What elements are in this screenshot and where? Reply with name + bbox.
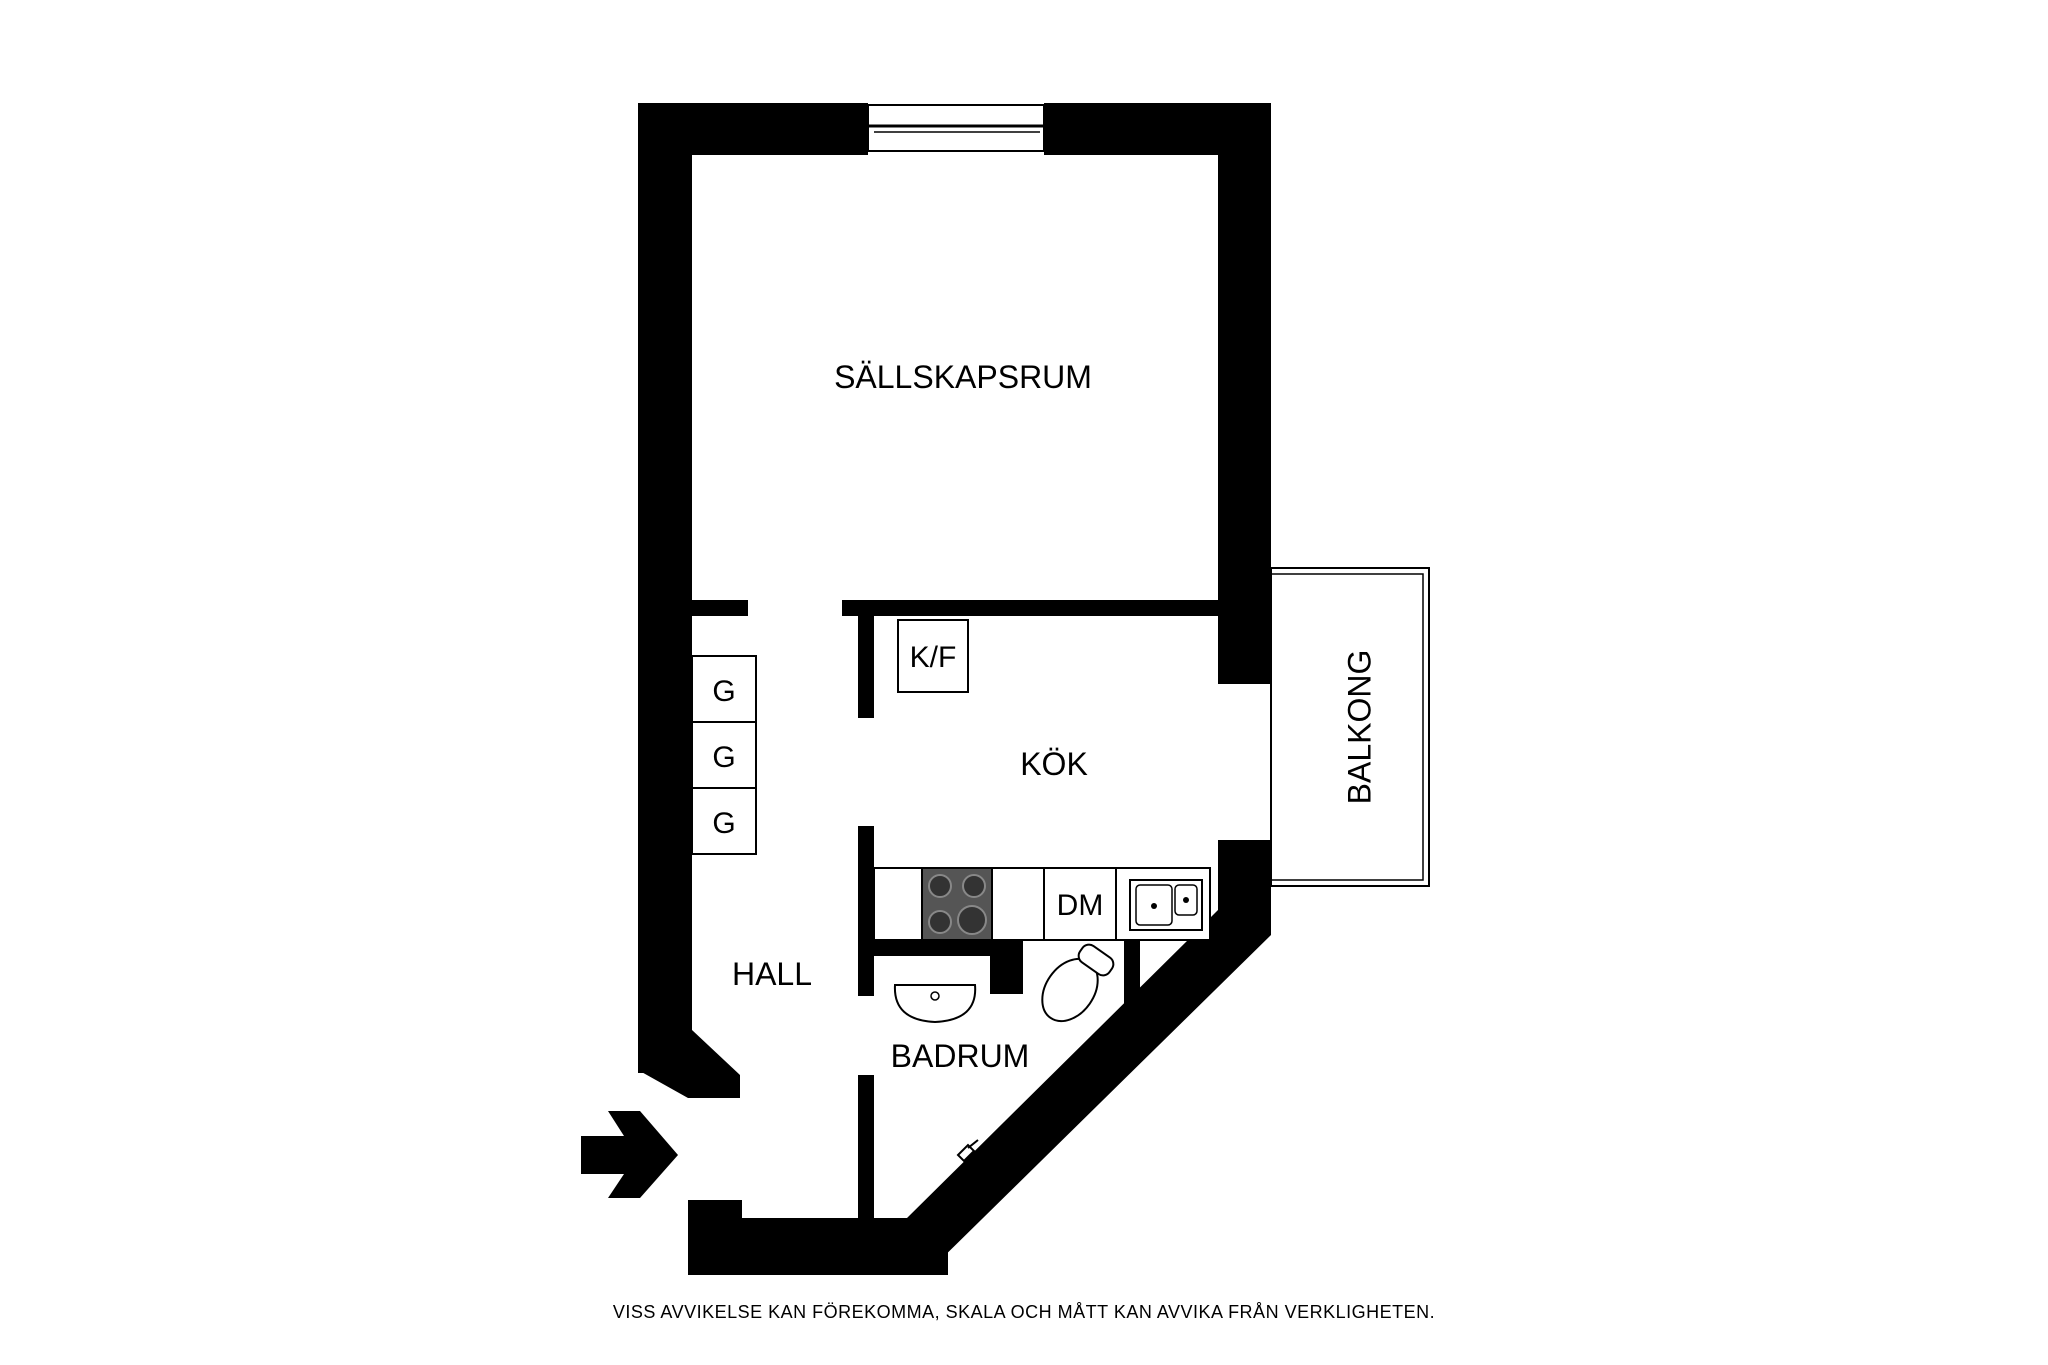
wall-right-upper [1218,103,1271,680]
wardrobe-label: G [712,675,735,708]
wall-hall-top-stub [692,600,748,616]
wall-bath-stub [990,940,1023,994]
stove-icon [921,867,993,941]
room-label-living: SÄLLSKAPSRUM [834,359,1092,395]
toilet-icon [1041,943,1115,1023]
wardrobe-label: G [712,807,735,840]
fridge-freezer-label: K/F [910,641,957,674]
sink-icon [1129,879,1203,931]
room-label-bathroom: BADRUM [891,1038,1030,1074]
wall-kitchen-left-upper [858,600,874,718]
wall-kitchen-bath [858,940,1023,956]
room-label-hall: HALL [732,956,812,992]
wall-left-lower [638,1030,740,1098]
exterior-walls [638,103,1271,1275]
shower-icon [956,1139,979,1163]
wall-kitchen-left-lower [858,826,874,996]
wall-right-mid-upper [1218,616,1271,684]
window-icon [867,104,1045,152]
balcony: BALKONG [1270,567,1430,887]
entrance-arrow-icon [581,1111,678,1198]
kitchen-counter: DM [873,867,1211,941]
wall-left [638,103,692,1073]
room-label-kitchen: KÖK [1020,746,1088,782]
room-label-balcony: BALKONG [1341,650,1377,805]
disclaimer-text: VISS AVVIKELSE KAN FÖREKOMMA, SKALA OCH … [613,1302,1435,1322]
wall-bath-right [1124,940,1140,1020]
fridge-freezer: K/F [897,619,969,693]
wardrobe-label: G [712,741,735,774]
dishwasher-label: DM [1057,889,1104,922]
washbasin-icon [893,984,977,1024]
wardrobes: G G G [691,655,757,855]
wall-living-kitchen [842,600,1222,616]
interior-walls [692,600,1271,1225]
wall-bath-left-lower [858,1075,874,1225]
wall-bottom [688,1218,948,1275]
